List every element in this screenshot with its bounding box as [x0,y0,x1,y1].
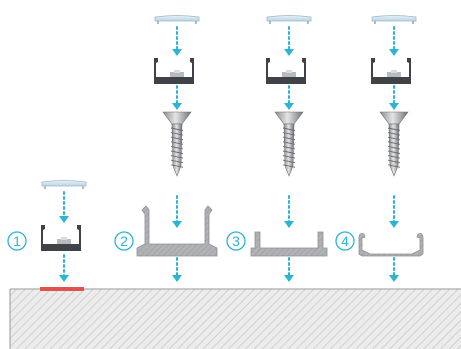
screw-icon [274,111,304,177]
profile-icon [266,58,306,84]
step-1: 1 [7,180,87,282]
arrow-down-icon [284,26,294,56]
step-3: 3 [226,15,328,282]
step-badge: 4 [335,231,355,251]
arrow-down-icon [284,85,294,110]
arrow-down-icon [59,191,69,223]
profile-icon [136,205,218,257]
arrow-down-icon [284,195,294,228]
step-number: 4 [341,233,349,249]
step-number: 2 [120,233,128,249]
step-badge: 1 [7,231,27,251]
screw-icon [162,111,192,177]
mounting-surface [9,288,461,349]
cover-icon [154,15,200,24]
profile-icon [154,58,194,84]
cover-icon [371,15,417,24]
step-number: 1 [13,233,21,249]
arrow-down-icon [284,257,294,282]
step-badge: 2 [114,231,134,251]
arrow-down-icon [389,85,399,110]
screw-icon [379,111,409,177]
arrow-down-icon [59,254,69,282]
cover-icon [266,15,312,24]
arrow-down-icon [172,195,182,228]
arrow-down-icon [389,257,399,282]
profile-icon [358,233,424,257]
profile-icon [371,58,411,84]
step-4: 4 [335,15,424,282]
arrow-down-icon [389,26,399,56]
profile-icon [41,225,81,251]
steps-layer: 1 2 3 4 [7,15,424,282]
adhesive-tape [40,287,84,291]
step-number: 3 [232,233,240,249]
arrow-down-icon [389,195,399,228]
arrow-down-icon [172,257,182,282]
arrow-down-icon [172,85,182,110]
profile-icon [250,231,328,257]
cover-icon [41,180,87,189]
step-2: 2 [114,15,218,282]
step-badge: 3 [226,231,246,251]
arrow-down-icon [172,26,182,56]
